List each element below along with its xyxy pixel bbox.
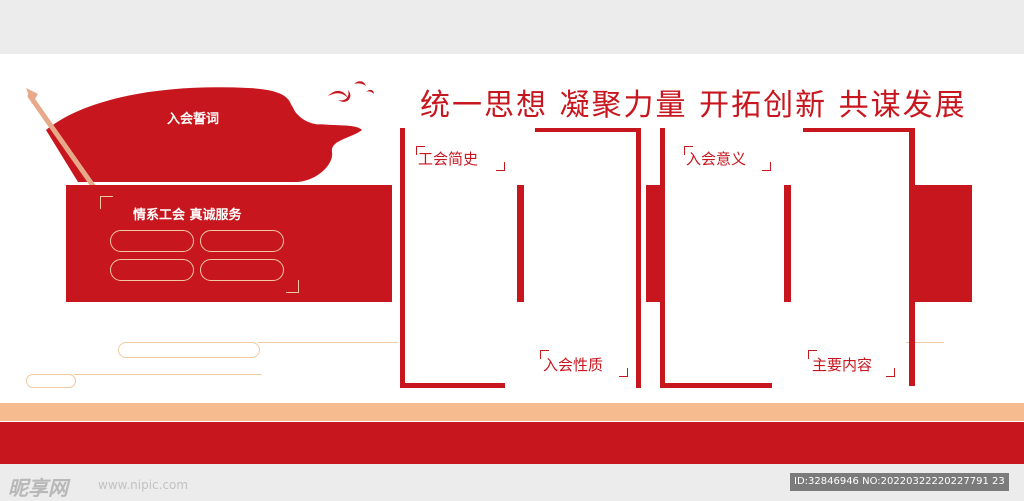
watermark-logo: 昵享网: [8, 476, 68, 500]
banner-pill: [110, 259, 194, 281]
corner-bracket: [286, 280, 299, 293]
cloud-line: [258, 342, 398, 343]
frame-1-left: [400, 128, 405, 388]
cloud-line: [118, 342, 260, 358]
slogan: 统一思想 凝聚力量 开拓创新 共谋发展: [420, 88, 967, 123]
frame-3-bottom: [660, 383, 772, 388]
right-banner: [915, 185, 972, 302]
frame-3-right-bar: [784, 185, 791, 302]
panel-nature-label: 入会性质: [543, 356, 604, 374]
watermark-site: www.nipic.com: [98, 478, 189, 492]
cloud-line: [26, 374, 76, 388]
corner-bracket: [808, 350, 817, 359]
waving-flag: [26, 87, 362, 193]
corner-bracket: [540, 350, 549, 359]
frame-3-left: [660, 128, 665, 388]
banner-pill: [200, 230, 284, 252]
frame-4-top: [803, 128, 915, 132]
bottom-peach-stripe: [0, 403, 1024, 421]
panel-history-label: 工会简史: [418, 150, 479, 168]
banner-title: 情系工会 真诚服务: [133, 208, 242, 223]
connector-bar: [646, 185, 660, 302]
frame-1-bottom: [400, 383, 505, 388]
banner-pill: [200, 259, 284, 281]
cloud-line: [74, 374, 262, 375]
corner-bracket: [762, 162, 771, 171]
frame-2-right: [636, 128, 641, 388]
birds-icon: [328, 81, 374, 102]
frame-4-right: [909, 128, 915, 386]
flag-title: 入会誓词: [167, 112, 220, 127]
cloud-line: [906, 342, 944, 343]
corner-bracket: [416, 146, 425, 155]
frame-1-right-bar: [517, 185, 524, 302]
corner-bracket: [886, 368, 895, 377]
watermark-id: ID:32846946 NO:20220322220227791 23: [790, 473, 1009, 491]
corner-bracket: [100, 196, 113, 209]
frame-2-top: [535, 128, 641, 132]
bottom-red-stripe: [0, 422, 1024, 464]
panel-content-label: 主要内容: [812, 356, 873, 374]
corner-bracket: [496, 162, 505, 171]
corner-bracket: [619, 368, 628, 377]
banner-pill: [110, 230, 194, 252]
panel-meaning-label: 入会意义: [686, 150, 747, 168]
corner-bracket: [684, 146, 693, 155]
